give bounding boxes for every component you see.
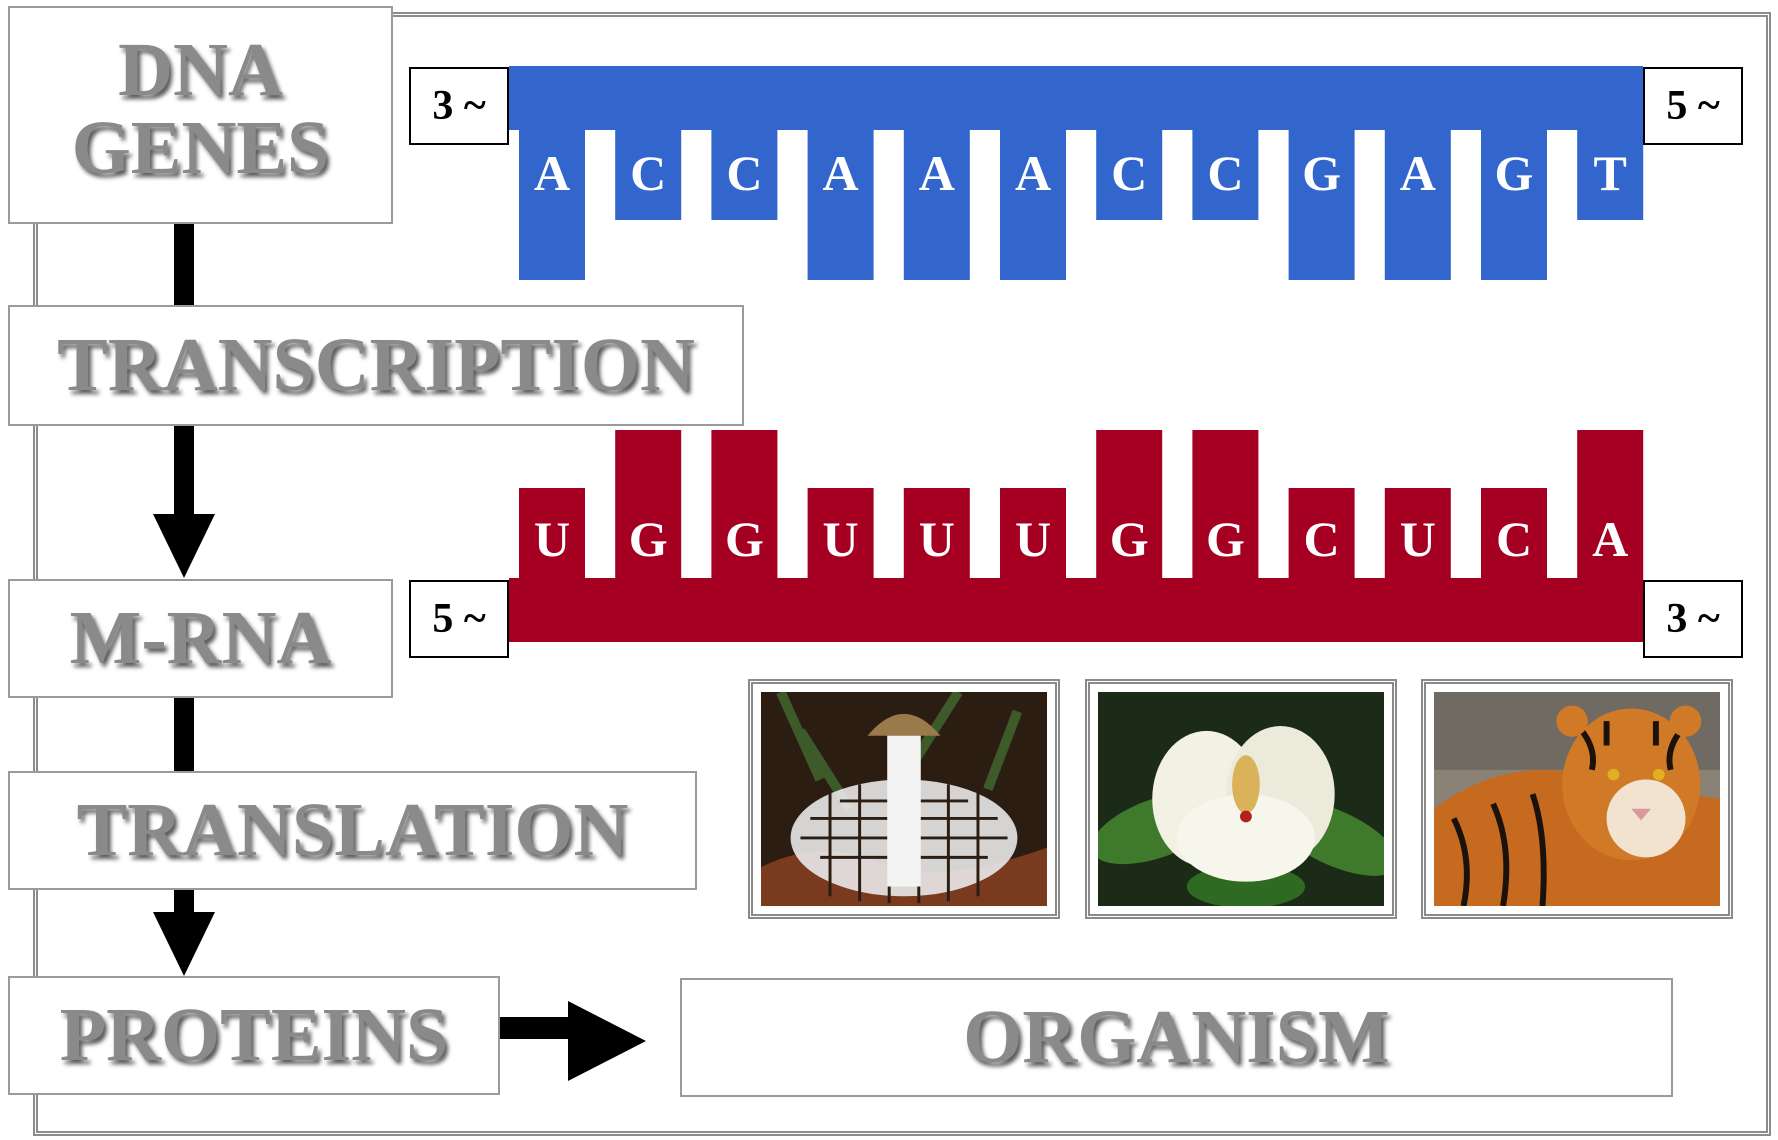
mrna-base-U-3: [807, 488, 874, 580]
dna-left-end: 3 ~: [409, 67, 509, 145]
dna-base-label-10: G: [1495, 145, 1534, 201]
stinkhorn-fungus-photo: [748, 679, 1060, 919]
dna-label: DNA: [118, 28, 283, 112]
dna-base-label-1: C: [630, 145, 666, 201]
dna-base-label-5: A: [1015, 145, 1051, 201]
mrna-base-label-7: G: [1206, 511, 1245, 567]
mrna-base-label-8: C: [1304, 511, 1340, 567]
mrna-base-label-9: U: [1400, 511, 1436, 567]
dna-base-T-11: [1577, 128, 1644, 220]
mrna-base-label-6: G: [1110, 511, 1149, 567]
dna-base-label-0: A: [534, 145, 570, 201]
dna-base-G-10: [1481, 128, 1547, 280]
dna-base-label-11: T: [1594, 145, 1627, 201]
outer-frame: [33, 12, 1771, 1136]
mrna-base-G-6: [1096, 430, 1163, 580]
dna-base-G-8: [1288, 128, 1355, 280]
mrna-base-U-4: [903, 488, 970, 580]
dna-backbone: [509, 66, 1643, 130]
mrna-right-end: 3 ~: [1643, 580, 1743, 658]
arrow-proteins-organism: [500, 1017, 570, 1039]
dna-base-label-6: C: [1111, 145, 1147, 201]
mrna-box: M-RNA: [8, 579, 393, 698]
proteins-label: PROTEINS: [59, 993, 449, 1077]
connector-transcription-mrna: [174, 426, 194, 516]
arrow-to-mrna: [153, 514, 215, 578]
dna-base-C-2: [711, 128, 778, 220]
dna-base-label-7: C: [1207, 145, 1243, 201]
mrna-base-U-9: [1384, 488, 1451, 580]
dna-base-C-7: [1192, 128, 1259, 220]
organism-label: ORGANISM: [963, 995, 1390, 1079]
mrna-backbone: [509, 578, 1643, 642]
dna-right-end: 5 ~: [1643, 67, 1743, 145]
dna-base-label-2: C: [726, 145, 762, 201]
dna-base-A-0: [519, 128, 585, 280]
magnolia-flower-photo: [1085, 679, 1397, 919]
mrna-base-A-11: [1577, 430, 1644, 580]
mrna-label: M-RNA: [69, 596, 332, 680]
mrna-base-G-1: [615, 430, 682, 580]
mrna-base-U-0: [519, 488, 585, 580]
mrna-base-label-3: U: [823, 511, 859, 567]
dna-base-C-1: [615, 128, 682, 220]
dna-base-A-5: [1000, 128, 1066, 280]
transcription-box: TRANSCRIPTION: [8, 305, 744, 426]
dna-genes-box: DNA GENES: [8, 6, 393, 224]
mrna-base-label-2: G: [725, 511, 764, 567]
dna-base-label-3: A: [823, 145, 859, 201]
mrna-base-label-0: U: [534, 511, 570, 567]
dna-base-label-9: A: [1400, 145, 1436, 201]
mrna-base-label-4: U: [919, 511, 955, 567]
mrna-base-label-10: C: [1496, 511, 1532, 567]
mrna-base-C-8: [1288, 488, 1355, 580]
mrna-base-label-11: A: [1592, 511, 1628, 567]
mrna-base-G-7: [1192, 430, 1259, 580]
dna-base-A-4: [903, 128, 970, 280]
mrna-base-label-1: G: [629, 511, 668, 567]
dna-base-A-3: [807, 128, 874, 280]
genes-label: GENES: [71, 105, 330, 190]
connector-mrna-translation: [174, 698, 194, 772]
mrna-base-U-5: [1000, 488, 1066, 580]
dna-base-C-6: [1096, 128, 1163, 220]
mrna-base-label-5: U: [1015, 511, 1051, 567]
translation-box: TRANSLATION: [8, 771, 697, 890]
mrna-base-C-10: [1481, 488, 1547, 580]
proteins-box: PROTEINS: [8, 976, 500, 1095]
mrna-left-end: 5 ~: [409, 580, 509, 658]
translation-label: TRANSLATION: [76, 788, 629, 872]
connector-dna-transcription: [174, 224, 194, 306]
dna-base-label-8: G: [1302, 145, 1341, 201]
arrow-head-organism: [568, 1001, 646, 1081]
transcription-label: TRANSCRIPTION: [57, 323, 695, 407]
tiger-photo: [1421, 679, 1733, 919]
dna-base-A-9: [1384, 128, 1451, 280]
mrna-base-G-2: [711, 430, 778, 580]
arrow-to-proteins: [153, 912, 215, 976]
dna-base-label-4: A: [919, 145, 955, 201]
organism-box: ORGANISM: [680, 978, 1673, 1097]
